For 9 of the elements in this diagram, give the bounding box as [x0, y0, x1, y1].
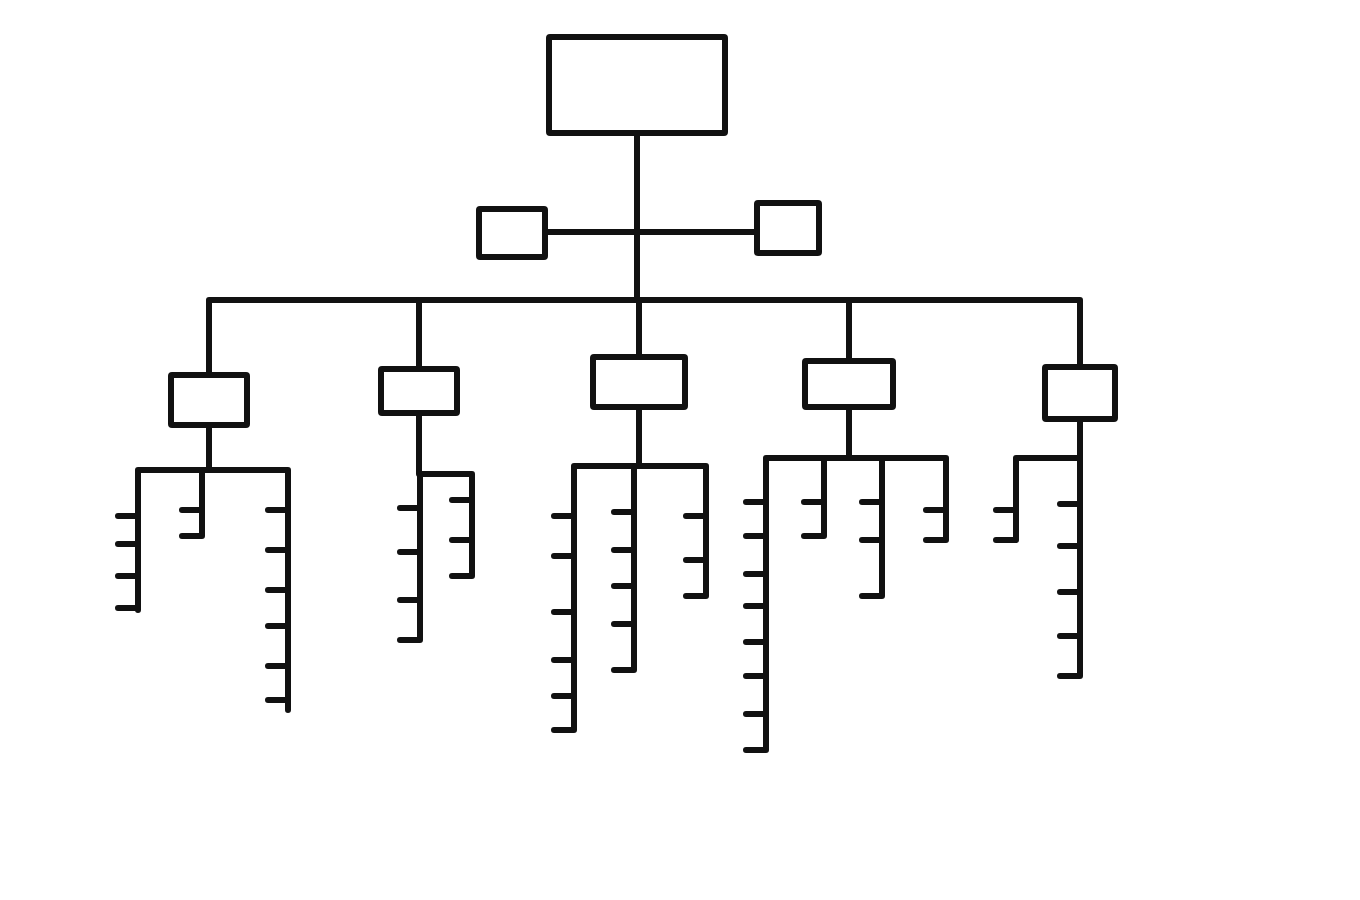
- empty-box: [590, 354, 688, 410]
- empty-box: [378, 366, 460, 416]
- connector-line: [634, 136, 1083, 364]
- empty-box: [168, 372, 250, 428]
- empty-box: [802, 358, 896, 410]
- empty-box: [476, 206, 548, 260]
- empty-box: [546, 34, 728, 136]
- empty-box: [754, 200, 822, 256]
- empty-box: [1042, 364, 1118, 422]
